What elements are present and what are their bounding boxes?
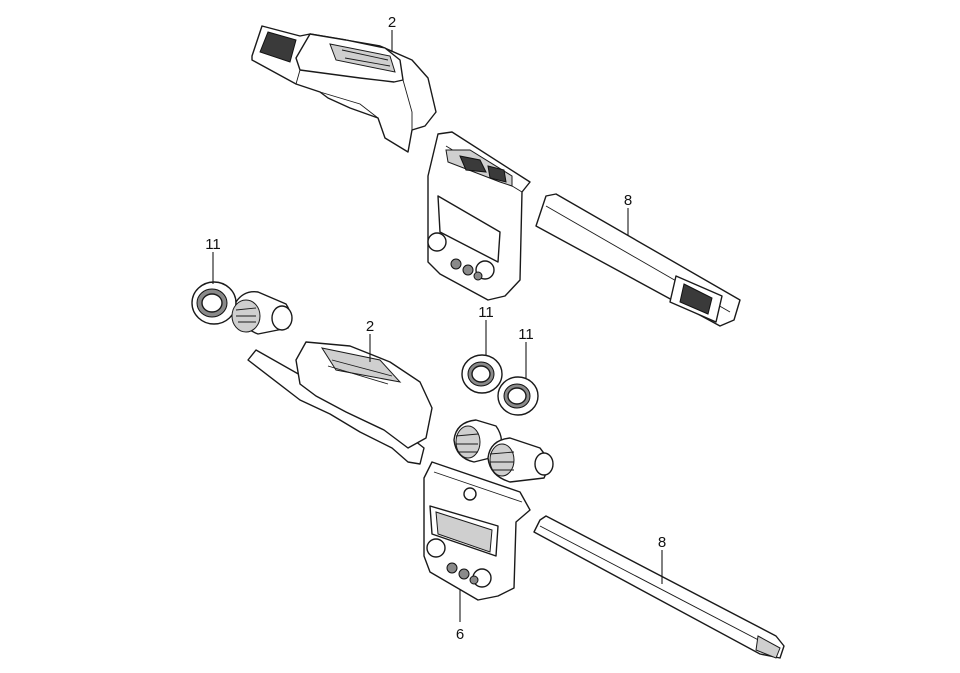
top-cluster-hood [251, 25, 437, 153]
right-vent-bezel-upper [461, 354, 503, 394]
callout-center-fascia: 6 [456, 626, 464, 643]
top-trim-strip [535, 193, 741, 327]
leader-lines [212, 30, 663, 622]
callout-top-cluster-hood: 2 [388, 14, 396, 31]
right-vent-pair [453, 419, 554, 483]
right-vent-bezel-lower [497, 376, 539, 416]
lower-cluster-hood [247, 341, 433, 465]
callout-right-vent-bezel-lower: 11 [518, 326, 534, 343]
callout-labels: 2 8 11 2 11 11 8 6 [205, 14, 666, 643]
lower-trim-strip [533, 515, 785, 659]
lower-center-fascia [423, 461, 531, 601]
callout-top-trim-strip: 8 [624, 192, 632, 209]
left-vent-assembly [191, 281, 293, 335]
callout-right-vent-bezel-upper: 11 [478, 304, 494, 321]
top-center-fascia [427, 131, 531, 301]
callout-lower-trim-strip: 8 [658, 534, 666, 551]
callout-lower-cluster-hood: 2 [366, 318, 374, 335]
callout-left-vent-bezel: 11 [205, 236, 221, 253]
